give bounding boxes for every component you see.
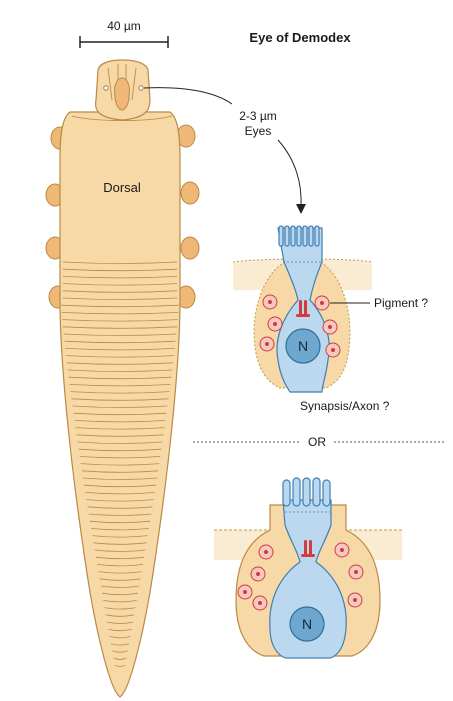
pigment-label: Pigment ? [374, 296, 428, 310]
annulation-line [97, 564, 143, 567]
annulation-line [78, 448, 162, 452]
annulation-line [107, 621, 133, 624]
annulation-line [62, 319, 178, 322]
eye-model-2: N [214, 477, 402, 659]
scale-bar: 40 µm [79, 19, 169, 48]
annulation-line [67, 369, 173, 372]
annulation-line [73, 412, 167, 416]
right-legs [176, 124, 200, 309]
annulation-line [84, 484, 156, 488]
annulation-line [93, 542, 147, 545]
annulation-line [108, 628, 132, 632]
eye-model-1: N Pigment ? Synapsis/Axon ? [232, 225, 428, 413]
or-label: OR [308, 435, 326, 449]
annulation-line [105, 614, 135, 617]
annulation-line [110, 643, 130, 646]
annulation-line [62, 283, 178, 286]
annulation-line [102, 592, 138, 596]
dorsal-label: Dorsal [103, 180, 141, 195]
body-annulations [61, 261, 179, 668]
annulation-line [112, 650, 128, 653]
pigment-granule-2 [301, 540, 315, 557]
annulation-line [113, 657, 127, 660]
annulation-line [69, 384, 171, 387]
annulation-line [68, 376, 172, 380]
or-separator: OR [193, 435, 445, 449]
annulation-line [70, 391, 170, 394]
annulation-line [109, 636, 131, 639]
annulation-line [63, 326, 177, 329]
left-eye-dot [103, 85, 109, 91]
microvilli-1 [278, 225, 320, 247]
annulation-line [91, 528, 149, 531]
annulation-line [103, 600, 137, 603]
eyes-label: Eyes [245, 124, 272, 138]
annulation-line [72, 405, 168, 408]
annulation-line [62, 276, 178, 279]
nucleus-1 [285, 328, 321, 364]
annulation-line [75, 427, 165, 430]
annulation-line [99, 578, 141, 581]
eye-pointer: 2-3 µm Eyes [143, 87, 306, 214]
annulation-line [92, 535, 148, 538]
annulation-line [87, 506, 153, 509]
annulation-line [100, 585, 140, 588]
annulation-line [66, 355, 174, 358]
annulation-line [98, 571, 142, 574]
annulation-line [80, 463, 160, 466]
annulation-line [66, 362, 174, 365]
annulation-line [79, 456, 161, 459]
annulation-line [76, 434, 164, 437]
nucleus-label-1: N [298, 338, 308, 354]
annulation-line [64, 340, 176, 344]
annulation-line [114, 664, 126, 668]
annulation-line [82, 477, 158, 480]
annulation-line [63, 333, 177, 336]
annulation-line [62, 261, 178, 264]
annulation-line [89, 520, 151, 524]
mite-body: Dorsal [45, 59, 200, 698]
annulation-line [95, 556, 145, 560]
annulation-line [85, 492, 155, 495]
annulation-line [94, 549, 146, 552]
eyes-size-label: 2-3 µm [239, 109, 277, 123]
annulation-line [61, 304, 179, 308]
pigment-granule-1 [296, 300, 310, 317]
pigment-cells-2 [237, 542, 364, 611]
scale-bar-label: 40 µm [107, 19, 141, 33]
annulation-line [86, 499, 154, 502]
annulation-line [65, 348, 175, 351]
nucleus-label-2: N [302, 616, 312, 632]
nucleus-2 [289, 606, 325, 642]
annulation-line [81, 470, 159, 473]
right-eye-dot [138, 85, 144, 91]
annulation-line [88, 513, 152, 516]
mouthparts [114, 77, 130, 111]
pigment-cells-1 [259, 294, 341, 358]
annulation-line [71, 398, 169, 401]
synapsis-label: Synapsis/Axon ? [300, 399, 390, 413]
annulation-line [104, 607, 136, 610]
annulation-line [74, 420, 166, 423]
microvilli-2 [282, 477, 331, 507]
annulation-line [62, 290, 178, 293]
mite-body-outline [59, 111, 181, 698]
diagram-title: Eye of Demodex [249, 30, 351, 45]
annulation-line [62, 297, 178, 300]
annulation-line [77, 441, 163, 444]
annulation-line [61, 312, 179, 315]
annulation-line [62, 268, 178, 272]
photoreceptor-cell-2 [269, 499, 347, 659]
